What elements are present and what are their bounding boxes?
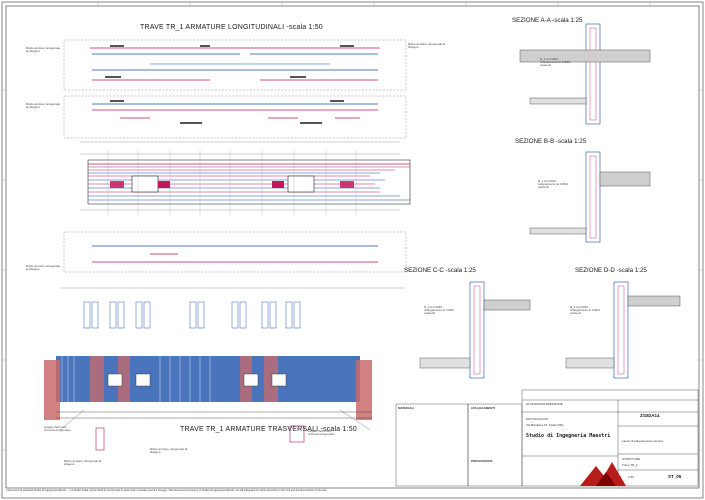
revision-row: 00 01/03/2015 EMISSIONE — [526, 402, 563, 406]
section-dd-drawing — [565, 281, 681, 379]
beam-plan-view — [80, 150, 411, 215]
client-address: Via Bandiera 15, Scafa (PE) — [526, 423, 564, 427]
legend-materiali: MATERIALI — [398, 406, 415, 410]
staffa-label-1: Legato (ferro con crociera ortogonale) — [44, 425, 71, 432]
commessa-code: 2/182A14 — [640, 413, 660, 418]
section-bb-drawing — [529, 151, 651, 243]
sheet-number: ST_05 — [668, 474, 682, 479]
note-bottom-2: Ritolo al piano ortogonale al disegno — [150, 447, 188, 454]
footer-disclaimer: I documenti di proprietà Studio di Ingeg… — [6, 489, 327, 492]
title-section-dd: SEZIONE D-D -scala 1:25 — [575, 267, 647, 274]
section-cc-drawing — [419, 281, 531, 379]
title-section-bb: SEZIONE B-B -scala 1:25 — [515, 138, 587, 145]
title-section-aa: SEZIONE A-A -scala 1:25 — [512, 17, 583, 24]
legend-prescrizioni: PRESCRIZIONI — [471, 459, 493, 463]
legend-boxes — [395, 403, 523, 487]
title-section-cc: SEZIONE C-C -scala 1:25 — [404, 267, 476, 274]
client-name: MATTIA FULVIO — [526, 417, 549, 421]
drawing-subject: Trave TR_1 — [622, 463, 638, 467]
studio-name: Studio di Ingegneria Maestri — [526, 433, 611, 439]
studio-logo — [580, 462, 626, 486]
title-transverse: TRAVE TR_1 ARMATURE TRASVERSALI -scala 1… — [180, 426, 357, 433]
longitudinal-small-labels — [105, 45, 354, 124]
title-block-frame — [521, 389, 699, 487]
section-note-aa: N_1 ferri Ø16 collegamento ai 3 Ø12 esis… — [540, 57, 571, 67]
note-left-3: Ritolo al piano ortogonale al disegno — [26, 264, 61, 271]
section-aa-drawing — [519, 23, 651, 125]
drawing-category: STRUTTURE — [622, 457, 641, 461]
title-longitudinal: TRAVE TR_1 ARMATURE LONGITUDINALI -scala… — [140, 24, 323, 31]
longitudinal-rebar-group — [63, 39, 407, 143]
section-note-cc: N_1 ferri Ø16 collegamento ai 3 Ø12 esis… — [424, 305, 455, 315]
section-note-bb: N_1 ferri Ø16 collegamento ai 3 Ø12 esis… — [538, 179, 569, 189]
frame-grid-ticks — [2, 2, 703, 451]
note-bottom-1: Ritolo al piano ortogonale al disegno — [64, 459, 102, 466]
drawing-scale: 1:50 — [628, 475, 634, 479]
note-left-2: Ritolo al piano ortogonale al disegno — [26, 102, 61, 109]
staffa-label-2: Legato (ferro con crociera ortogonale) — [308, 429, 335, 436]
project-object: Lavori di adeguamento sismico — [622, 439, 664, 443]
lower-longitudinal-group — [60, 231, 407, 289]
note-left-1: Ritolo al piano ortogonale al disegno — [26, 46, 61, 53]
note-right-1: Ritolo al piano ortogonale al disegno — [408, 42, 446, 49]
section-note-dd: N_1 ferri Ø16 collegamento ai 3 Ø12 esis… — [570, 305, 601, 315]
stirrup-elevation — [44, 301, 372, 451]
legend-collegamenti: COLLEGAMENTI — [471, 406, 495, 410]
